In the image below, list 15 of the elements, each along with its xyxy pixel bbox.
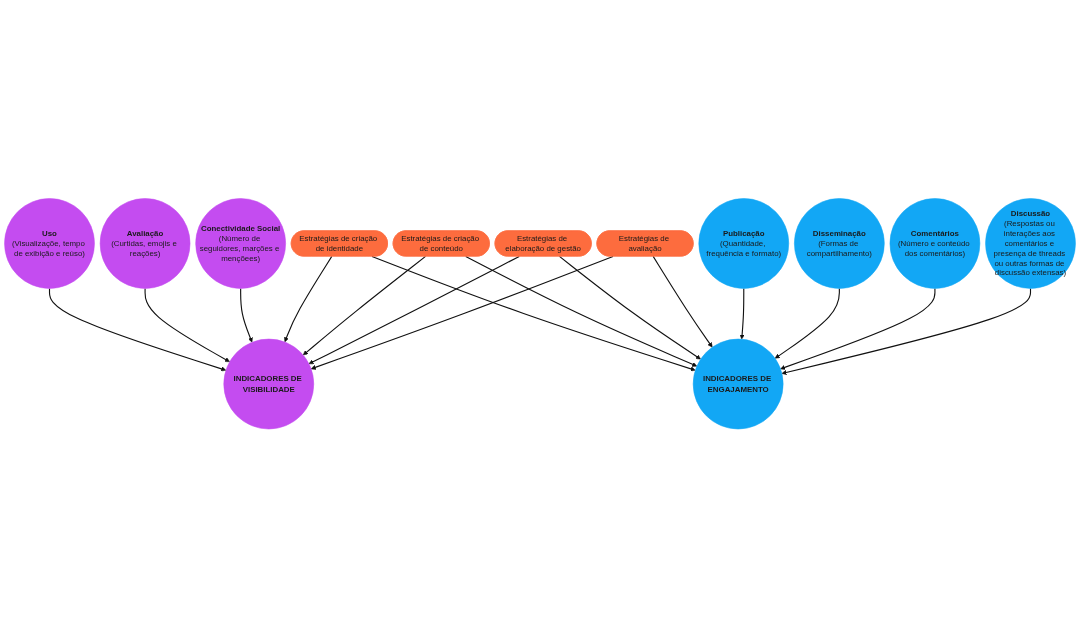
arrow [780,288,936,370]
arrow [284,256,333,343]
arrow [371,256,696,372]
arrow [465,256,698,367]
arrow [144,288,230,363]
arrow [48,288,227,372]
arrow [558,256,701,360]
arrow [240,288,253,343]
arrow [739,288,745,340]
arrow [302,256,427,356]
arrow [774,288,840,359]
arrow [310,256,614,370]
arrow [781,288,1032,376]
arrow [652,256,713,348]
arrow [308,256,520,365]
